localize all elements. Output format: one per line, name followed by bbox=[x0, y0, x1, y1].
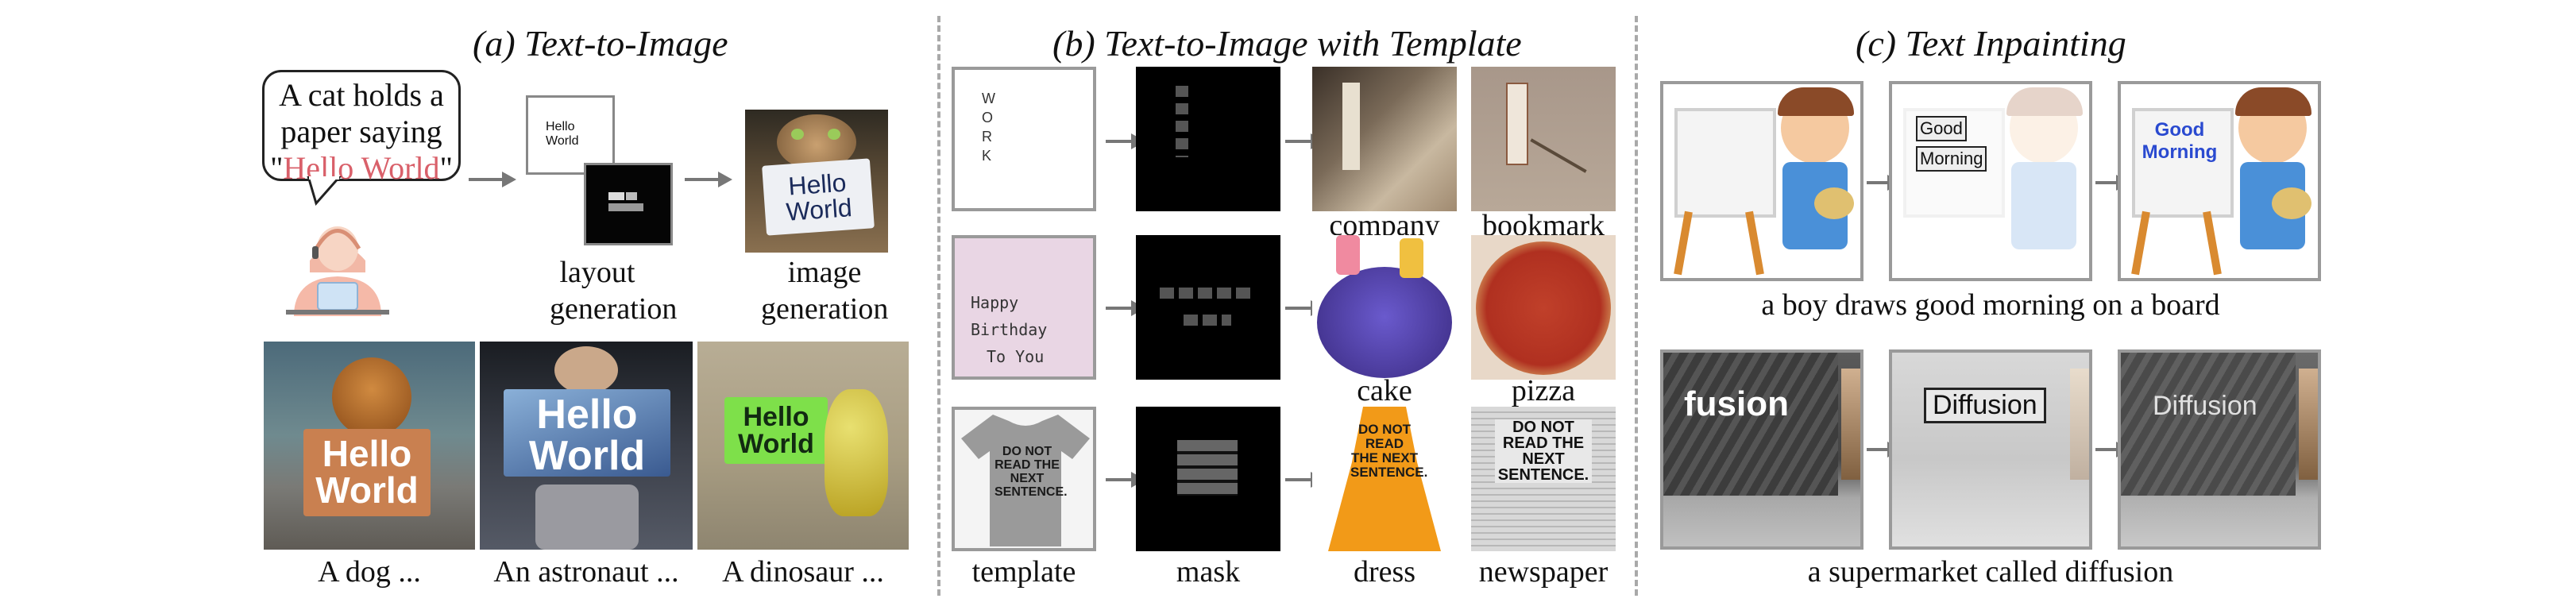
inpaint-market-result: Diffusion bbox=[2118, 349, 2321, 550]
layout-caption: layout generation bbox=[550, 256, 678, 326]
output-caption-newspaper: newspaper bbox=[1478, 555, 1609, 589]
inpaint-boy-boxes: Good Morning bbox=[1916, 116, 1987, 172]
column-caption-template: template bbox=[971, 555, 1076, 589]
arrow-icon bbox=[469, 164, 516, 195]
output-image-bookmark bbox=[1471, 67, 1616, 211]
output-image-newspaper: DO NOT READ THE NEXT SENTENCE. bbox=[1471, 407, 1616, 551]
mask-image-work bbox=[1136, 67, 1280, 211]
market-box-text: Diffusion bbox=[1924, 388, 2046, 423]
image-caption: image generation bbox=[761, 256, 889, 326]
market-original-sign: fusion bbox=[1684, 384, 1789, 423]
inpaint-caption-boy: a boy draws good morning on a board bbox=[1761, 288, 2220, 322]
panel-divider bbox=[1635, 16, 1638, 596]
panel-a-title: (a) Text-to-Image bbox=[473, 23, 728, 64]
output-image-dress: DO NOT READ THE NEXT SENTENCE. bbox=[1312, 407, 1457, 551]
bubble-tail bbox=[307, 176, 342, 207]
output-caption-pizza: pizza bbox=[1511, 374, 1576, 407]
template-work-text: WORK bbox=[982, 91, 995, 164]
mask-image-tshirt bbox=[1136, 407, 1280, 551]
market-result-sign: Diffusion bbox=[2153, 391, 2257, 421]
layout-box-black bbox=[584, 163, 673, 245]
output-caption-cake: cake bbox=[1357, 374, 1412, 407]
layout-box-text: Hello World bbox=[546, 120, 579, 148]
inpaint-boy-original bbox=[1660, 81, 1863, 281]
template-image-birthday: Happy Birthday To You bbox=[952, 235, 1096, 380]
prompt-line-1: A cat holds a bbox=[279, 77, 444, 113]
inpaint-boy-masked: Good Morning bbox=[1889, 81, 2092, 281]
output-image-pizza bbox=[1471, 235, 1616, 380]
template-image-tshirt: DO NOT READ THE NEXT SENTENCE. bbox=[952, 407, 1096, 551]
template-birthday-text: Happy Birthday To You bbox=[971, 293, 1048, 366]
template-tshirt-text: DO NOT READ THE NEXT SENTENCE. bbox=[994, 445, 1068, 499]
inpaint-caption-market: a supermarket called diffusion bbox=[1807, 555, 2174, 589]
user-icon bbox=[286, 226, 389, 316]
output-image-cake bbox=[1312, 235, 1457, 380]
output-image-company bbox=[1312, 67, 1457, 211]
inpaint-market-masked: Diffusion bbox=[1889, 349, 2092, 550]
dress-text: DO NOT READ THE NEXT SENTENCE. bbox=[1350, 422, 1428, 480]
example-caption-dinosaur: A dinosaur ... bbox=[722, 555, 884, 589]
panel-divider bbox=[937, 16, 940, 596]
layout-box-white: Hello World bbox=[526, 95, 615, 175]
prompt-line-3: "Hello World" bbox=[270, 150, 453, 186]
example-caption-astronaut: An astronaut ... bbox=[493, 555, 679, 589]
output-caption-dress: dress bbox=[1353, 555, 1416, 589]
template-image-work: WORK bbox=[952, 67, 1096, 211]
prompt-bubble: A cat holds a paper saying "Hello World" bbox=[262, 70, 461, 186]
newspaper-text: DO NOT READ THE NEXT SENTENCE. bbox=[1495, 419, 1592, 483]
panel-c-title: (c) Text Inpainting bbox=[1856, 23, 2126, 64]
mask-image-birthday bbox=[1136, 235, 1280, 380]
example-caption-dog: A dog ... bbox=[318, 555, 421, 589]
inpaint-market-original: fusion bbox=[1660, 349, 1863, 550]
arrow-icon bbox=[685, 164, 732, 195]
panel-b-title: (b) Text-to-Image with Template bbox=[1052, 23, 1522, 64]
prompt-line-2: paper saying bbox=[280, 114, 442, 149]
column-caption-mask: mask bbox=[1176, 555, 1241, 589]
